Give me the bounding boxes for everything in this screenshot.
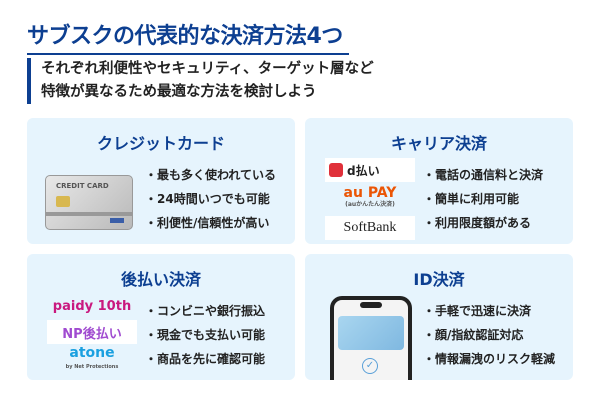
list-item: 24時間いつでも可能 (145, 187, 276, 211)
subtitle-line: それぞれ利便性やセキュリティ、ターゲット層など (41, 61, 374, 77)
d-barai-logo: d払い (325, 158, 415, 182)
subtitle: それぞれ利便性やセキュリティ、ターゲット層など 特徴が異なるため最適な方法を検討… (27, 58, 374, 104)
list-item: 利便性/信頼性が高い (145, 211, 276, 235)
card-carrier: キャリア決済 d払い au PAY (auかんたん決済) SoftBank 電話… (305, 118, 573, 244)
card-title: キャリア決済 (390, 134, 487, 153)
card-id-payment: ID決済 ✓ 手軽で迅速に決済 顔/指紋認証対応 情報漏洩のリスク軽減 (305, 254, 573, 380)
check-icon: ✓ (362, 358, 378, 374)
page-title: サブスクの代表的な決済方法4つ (27, 18, 349, 55)
softbank-logo: SoftBank (325, 216, 415, 240)
list-item: 電話の通信料と決済 (423, 163, 543, 187)
list-item: 現金でも支払い可能 (145, 323, 265, 347)
au-pay-logo: au PAY (auかんたん決済) (343, 185, 397, 208)
list-item: 利用限度額がある (423, 211, 543, 235)
card-credit-card: クレジットカード CREDIT CARD 最も多く使われている 24時間いつでも… (27, 118, 295, 244)
np-logo: NP後払い (47, 320, 137, 344)
list-item: 顔/指紋認証対応 (423, 323, 555, 347)
card-label: CREDIT CARD (56, 182, 109, 190)
credit-card-icon: CREDIT CARD (45, 175, 133, 230)
card-deferred: 後払い決済 paidy 10th NP後払い atone by Net Prot… (27, 254, 295, 380)
card-title: クレジットカード (96, 134, 225, 153)
list-item: 情報漏洩のリスク軽減 (423, 347, 555, 371)
card-title: ID決済 (413, 270, 465, 289)
smartphone-icon: ✓ (330, 296, 412, 380)
paidy-logo: paidy 10th (52, 298, 132, 314)
list-item: 手軽で迅速に決済 (423, 299, 555, 323)
list-item: コンビニや銀行振込 (145, 299, 265, 323)
list-item: 商品を先に確認可能 (145, 347, 265, 371)
subtitle-line: 特徴が異なるため最適な方法を検討しよう (41, 84, 317, 100)
list-item: 簡単に利用可能 (423, 187, 543, 211)
card-title: 後払い決済 (120, 270, 201, 289)
atone-logo: atone by Net Protections (65, 345, 119, 370)
list-item: 最も多く使われている (145, 163, 276, 187)
